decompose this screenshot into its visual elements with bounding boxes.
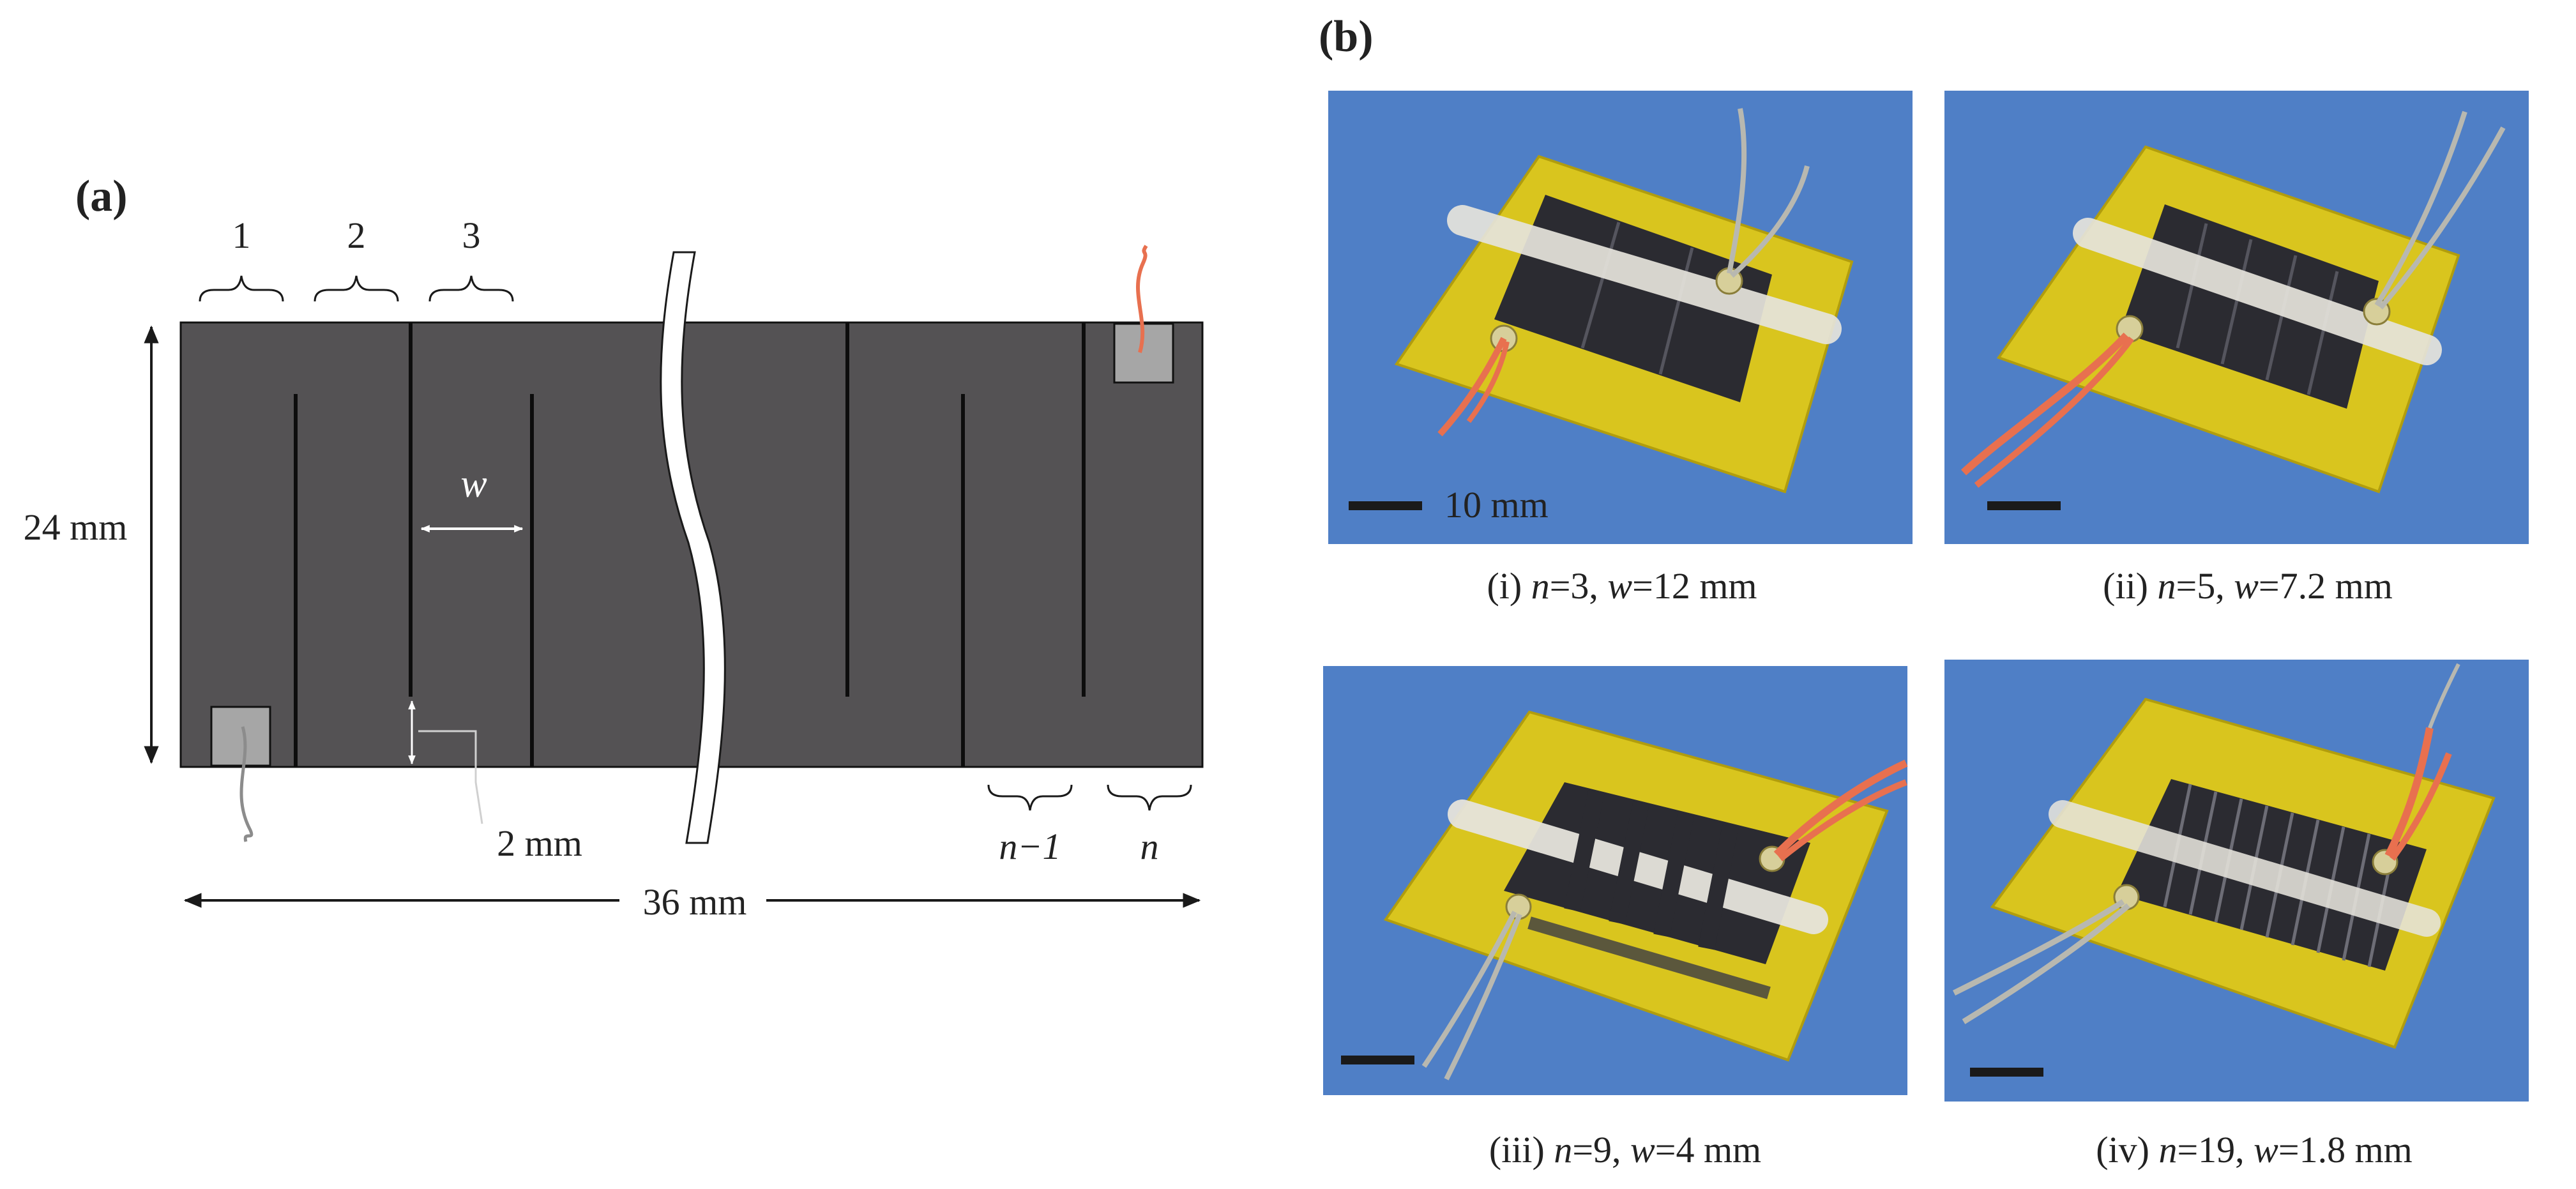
- photo-ii: [1944, 91, 2529, 544]
- wire: [1974, 337, 2135, 488]
- strip-label-1: 1: [232, 215, 251, 256]
- wire: [1466, 341, 1510, 423]
- wire: [1444, 913, 1522, 1080]
- panel-b: (b) 10 mm (i) n=3, w=12 mm: [1319, 12, 2529, 1170]
- wire: [2384, 727, 2434, 858]
- brace: [199, 275, 284, 302]
- wire: [2378, 126, 2506, 310]
- wire: [1778, 779, 1907, 861]
- slit: [2265, 255, 2298, 381]
- rod: [2073, 218, 2442, 365]
- strip-label-2: 2: [347, 215, 366, 256]
- wire: [1727, 108, 1747, 274]
- scale-bar: [1987, 501, 2061, 510]
- gap-label: 2 mm: [497, 822, 582, 864]
- strip-label-n-minus-1: n−1: [999, 826, 1061, 867]
- wire-grey: [239, 726, 254, 842]
- scale-bar: [1341, 1056, 1414, 1064]
- slit: [1658, 247, 1694, 375]
- panel-a: (a) 1 2 3: [24, 172, 1204, 923]
- slit: [2176, 223, 2208, 349]
- w-label: w: [460, 462, 487, 506]
- film-segment: [1698, 824, 1739, 950]
- film-segment: [1609, 801, 1649, 925]
- film-segment: [1564, 790, 1605, 912]
- wire: [1421, 911, 1517, 1068]
- strip-label-3: 3: [462, 215, 481, 256]
- bottom-braces: [987, 784, 1192, 811]
- caption-iii: (iii) n=9, w=4 mm: [1489, 1129, 1761, 1170]
- brace: [987, 784, 1073, 811]
- contact-pad: [210, 706, 271, 767]
- wire: [2428, 663, 2460, 729]
- rod: [1447, 205, 1842, 344]
- scale-bar-label: 10 mm: [1444, 484, 1549, 526]
- wire: [1773, 759, 1908, 858]
- film-shadow: [1527, 916, 1771, 999]
- photo-iii: [1323, 666, 1908, 1095]
- rod: [2049, 800, 2441, 937]
- wire: [2389, 752, 2452, 861]
- wire: [1952, 899, 2125, 996]
- strip-label-n: n: [1140, 826, 1159, 867]
- wire: [1960, 332, 2130, 476]
- brace: [314, 275, 399, 302]
- slits: [294, 322, 1086, 767]
- wire: [2374, 110, 2467, 307]
- film-segment: [1653, 813, 1694, 937]
- photo-iv: [1944, 660, 2529, 1102]
- panel-b-label: (b): [1319, 12, 1374, 61]
- brace: [1107, 784, 1192, 811]
- caption-i: (i) n=3, w=12 mm: [1487, 565, 1757, 607]
- slit: [2220, 239, 2253, 365]
- gap-leader: [418, 730, 483, 824]
- photo-i: 10 mm: [1328, 91, 1913, 544]
- panel-a-label: (a): [75, 172, 128, 221]
- slit: [1580, 222, 1621, 349]
- slit: [2307, 271, 2339, 395]
- scale-bar: [1349, 501, 1422, 510]
- wire: [1962, 903, 2130, 1024]
- wire: [1437, 337, 1507, 437]
- width-label: 36 mm: [643, 881, 747, 923]
- top-braces: [199, 275, 514, 302]
- height-label: 24 mm: [24, 506, 128, 548]
- wire-red: [1136, 245, 1148, 353]
- scale-bar: [1970, 1068, 2043, 1077]
- wire: [1730, 165, 1810, 278]
- strip-break: [660, 251, 726, 844]
- brace: [428, 275, 514, 302]
- rod: [1448, 799, 1828, 934]
- caption-ii: (ii) n=5, w=7.2 mm: [2103, 565, 2393, 607]
- caption-iv: (iv) n=19, w=1.8 mm: [2096, 1129, 2413, 1170]
